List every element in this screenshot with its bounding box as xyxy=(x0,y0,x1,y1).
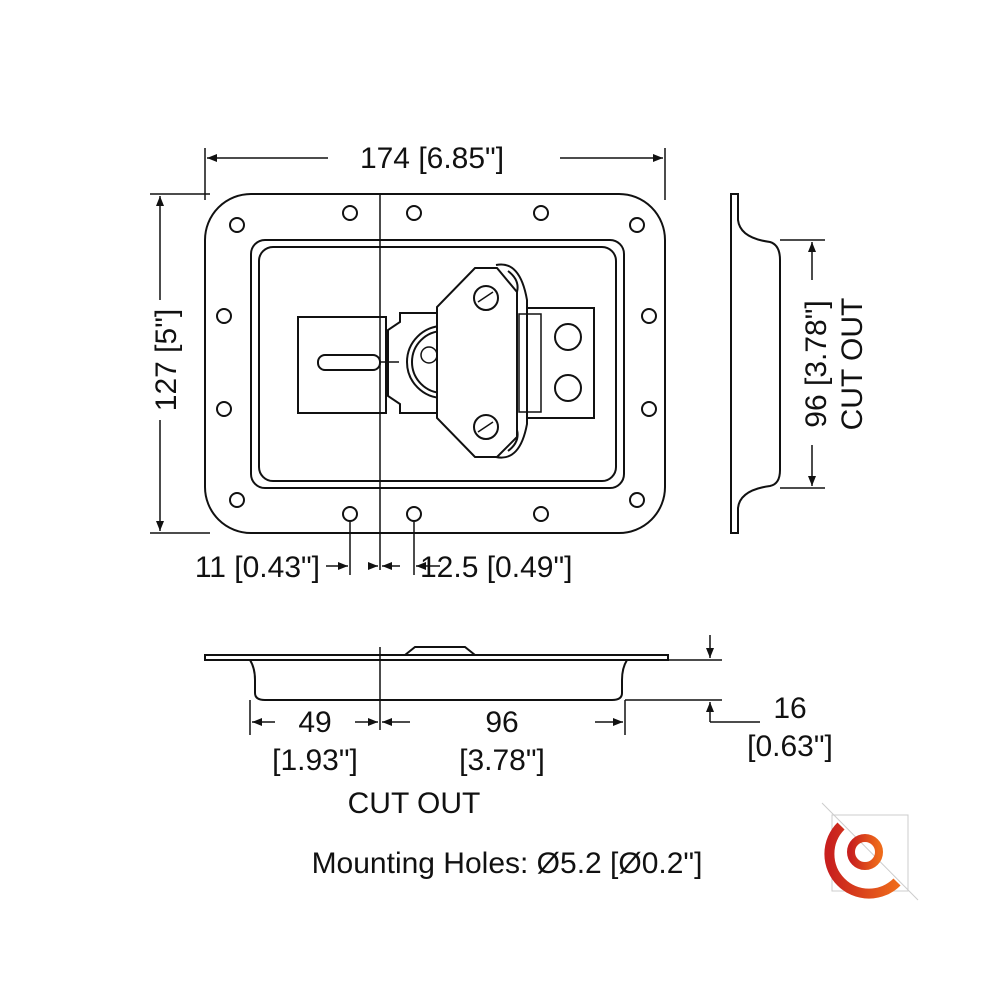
side-view: 96 [3.78"] CUT OUT xyxy=(730,193,869,534)
mounting-hole xyxy=(229,492,245,508)
cutout-left-value: 49 xyxy=(298,706,331,739)
mounting-hole xyxy=(629,492,645,508)
left-offset-label: 11 [0.43"] xyxy=(195,551,320,584)
depth-value: 16 xyxy=(773,692,806,725)
mounting-hole xyxy=(406,205,422,221)
mounting-holes xyxy=(216,205,657,522)
bottom-view: 49 [1.93"] 96 [3.78"] CUT OUT 16 [0.63"] xyxy=(204,635,833,820)
mounting-hole xyxy=(342,205,358,221)
mounting-hole xyxy=(229,217,245,233)
width-dimension: 174 [6.85"] xyxy=(204,142,666,200)
mounting-hole xyxy=(342,506,358,522)
height-dimension: 127 [5"] xyxy=(150,193,210,534)
mounting-hole xyxy=(216,308,232,324)
width-label: 174 [6.85"] xyxy=(360,142,504,175)
mounting-hole xyxy=(641,308,657,324)
mounting-hole xyxy=(533,506,549,522)
mounting-hole xyxy=(406,506,422,522)
brand-logo xyxy=(821,802,919,901)
height-label: 127 [5"] xyxy=(150,309,183,411)
mounting-hole xyxy=(629,217,645,233)
right-offset-label: 12.5 [0.49"] xyxy=(420,551,572,584)
depth-imperial: [0.63"] xyxy=(747,730,833,763)
mounting-hole xyxy=(216,401,232,417)
mounting-hole xyxy=(533,205,549,221)
cutout-side-label: CUT OUT xyxy=(836,298,869,431)
cutout-left-imperial: [1.93"] xyxy=(272,744,358,777)
offset-dimensions: 11 [0.43"] 12.5 [0.49"] xyxy=(195,522,572,584)
mounting-hole xyxy=(641,401,657,417)
cutout-bottom-label: CUT OUT xyxy=(348,787,481,820)
front-view xyxy=(204,193,666,570)
cutout-right-value: 96 xyxy=(485,706,518,739)
mounting-holes-note: Mounting Holes: Ø5.2 [Ø0.2"] xyxy=(312,847,703,880)
cutout-right-imperial: [3.78"] xyxy=(459,744,545,777)
latch-mechanism xyxy=(297,263,595,459)
cutout-height-label: 96 [3.78"] xyxy=(800,300,833,427)
